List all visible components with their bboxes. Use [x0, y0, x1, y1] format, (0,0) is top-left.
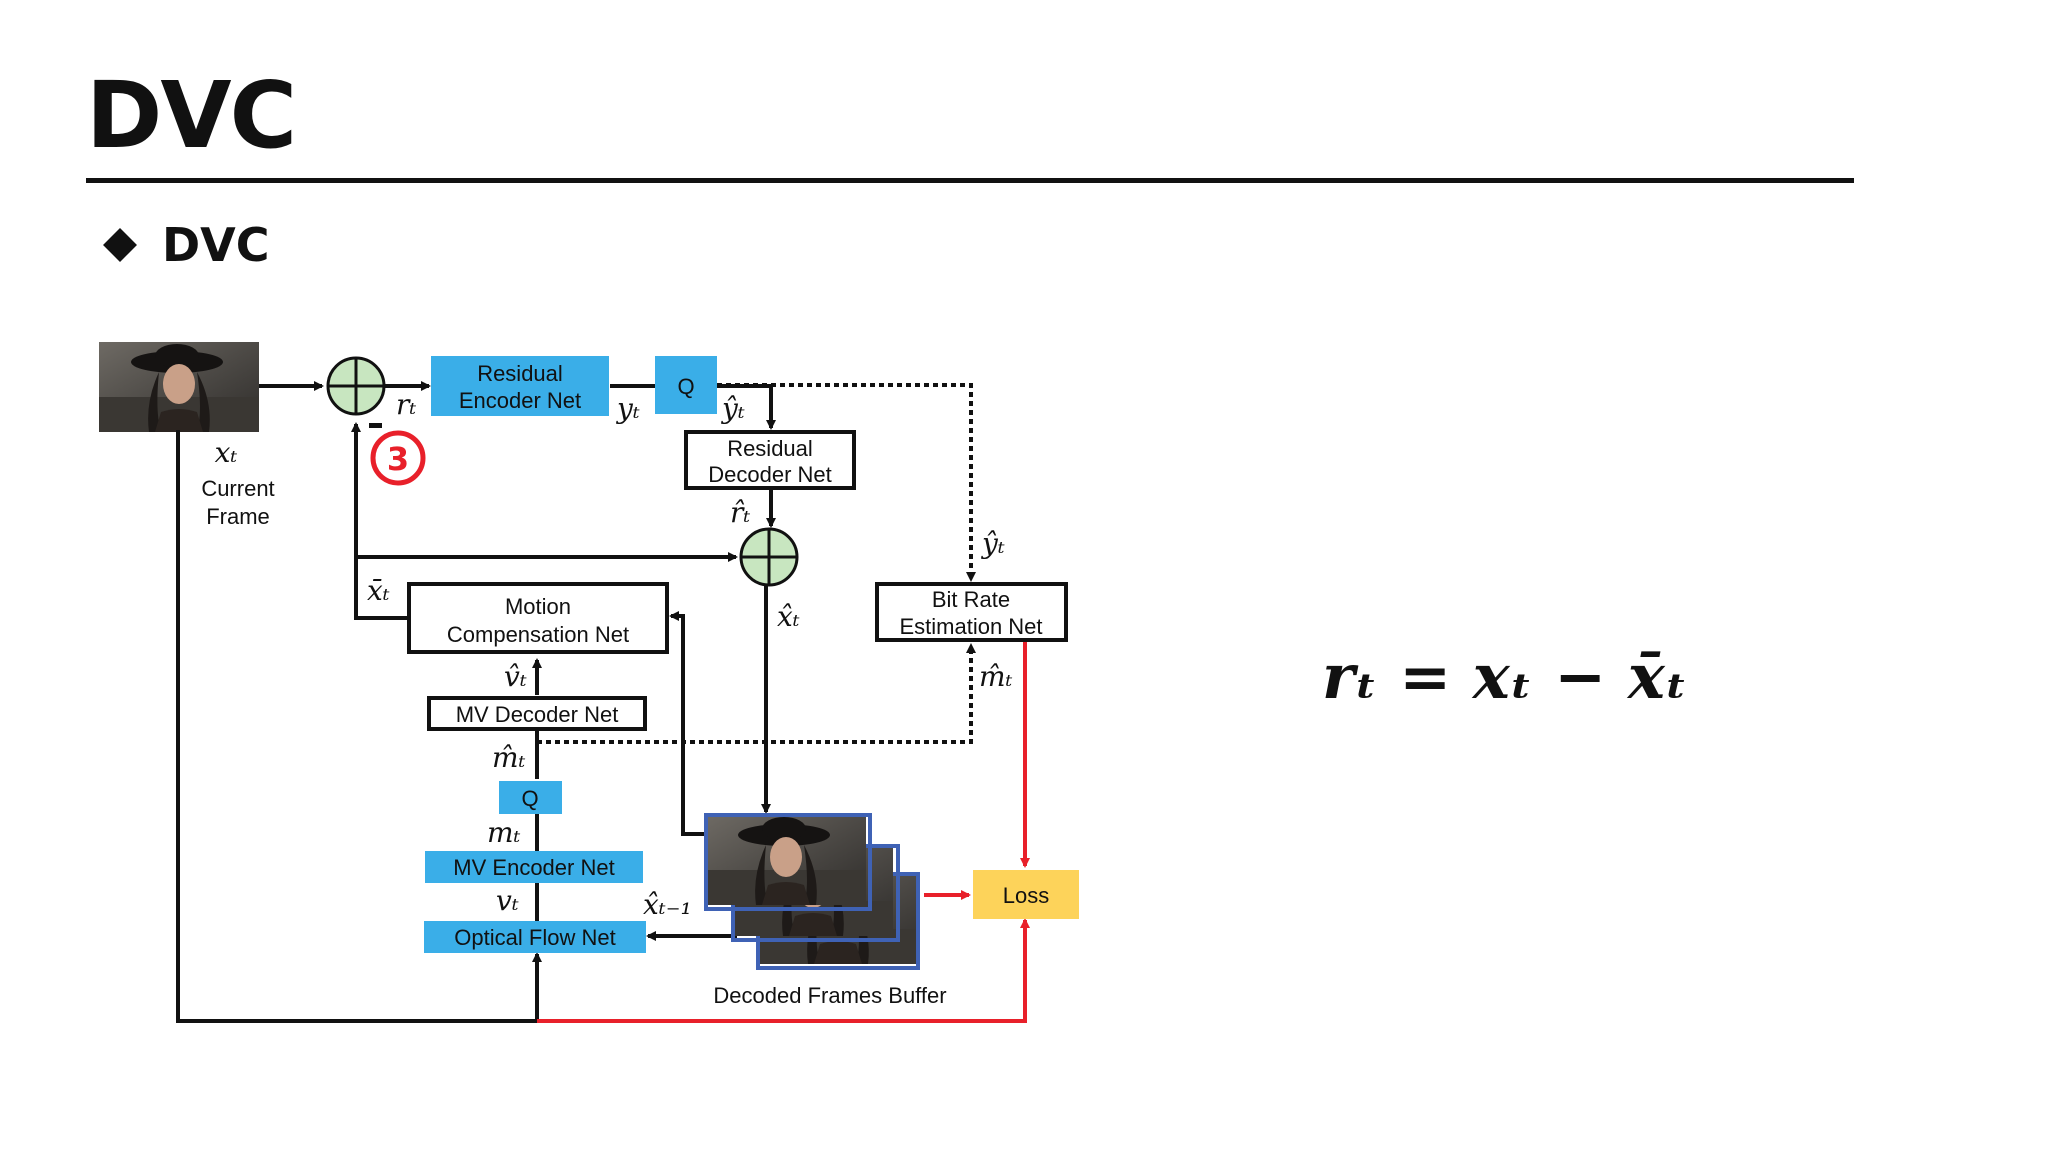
mv-decoder-net: MV Decoder Net — [427, 696, 647, 731]
svg-text:Loss: Loss — [1003, 883, 1049, 908]
svg-text:Residual: Residual — [727, 436, 813, 461]
minus-sign-icon — [369, 423, 382, 428]
m-hat-t-right-label: m̂ₜ — [979, 660, 1013, 693]
current-frame-label-line2: Frame — [206, 504, 270, 529]
decoded-frames-buffer — [704, 813, 920, 970]
bit-rate-estimation-net: Bit Rate Estimation Net — [875, 582, 1068, 642]
x-hat-prev-label: x̂ₜ₋₁ — [643, 888, 692, 921]
svg-text:Encoder Net: Encoder Net — [459, 388, 581, 413]
svg-text:Estimation Net: Estimation Net — [899, 614, 1042, 639]
y-t-label: yₜ — [615, 392, 640, 425]
v-hat-t-label: v̂ₜ — [504, 660, 527, 693]
optical-flow-net: Optical Flow Net — [424, 921, 646, 953]
svg-text:Decoder Net: Decoder Net — [708, 462, 832, 487]
y-hat-t-right-label: ŷₜ — [980, 527, 1005, 560]
svg-text:Motion: Motion — [505, 594, 571, 619]
residual-decoder-net: Residual Decoder Net — [684, 430, 856, 490]
quantizer-mid: Q — [499, 781, 562, 814]
x-hat-t-label: x̂ₜ — [777, 600, 800, 633]
svg-text:MV Encoder Net: MV Encoder Net — [453, 855, 614, 880]
residual-encoder-net: Residual Encoder Net — [431, 356, 609, 416]
quantizer-top: Q — [655, 356, 717, 414]
decoded-frames-buffer-label: Decoded Frames Buffer — [713, 983, 946, 1008]
bullet-label: DVC — [162, 218, 270, 272]
r-t-label: rₜ — [396, 388, 416, 421]
mv-encoder-net: MV Encoder Net — [425, 851, 643, 883]
svg-text:Compensation Net: Compensation Net — [447, 622, 629, 647]
svg-text:MV Decoder Net: MV Decoder Net — [456, 702, 619, 727]
step-marker-circle — [370, 430, 426, 486]
svg-text:Optical Flow Net: Optical Flow Net — [454, 925, 615, 950]
motion-compensation-net: Motion Compensation Net — [407, 582, 669, 654]
step-marker-number: 3 — [387, 440, 409, 478]
svg-text:Q: Q — [677, 374, 694, 399]
svg-text:Bit Rate: Bit Rate — [932, 587, 1010, 612]
x-t-label: xₜ — [215, 436, 238, 469]
x-bar-t-label: x̄ₜ — [367, 574, 390, 607]
bullet-item: DVC — [103, 218, 270, 272]
m-t-label: mₜ — [487, 816, 521, 849]
adder-mid-icon — [739, 527, 799, 587]
adder-top-icon — [326, 356, 386, 416]
page-title: DVC — [86, 62, 297, 169]
equation-rhs: = xₜ − x̄ₜ — [1399, 640, 1688, 713]
v-t-label: vₜ — [496, 884, 519, 917]
title-divider — [86, 178, 1854, 183]
equation-lhs: rₜ — [1322, 640, 1378, 713]
current-frame-image — [99, 342, 259, 432]
r-hat-t-label: r̂ₜ — [730, 496, 750, 529]
y-hat-t-label: ŷₜ — [720, 392, 745, 425]
current-frame-label-line1: Current — [201, 476, 274, 501]
residual-equation: rₜ = xₜ − x̄ₜ — [1322, 640, 1688, 713]
m-hat-t-label: m̂ₜ — [492, 741, 526, 774]
svg-text:Q: Q — [521, 786, 538, 811]
loss-block: Loss — [973, 870, 1079, 919]
svg-text:Residual: Residual — [477, 361, 563, 386]
